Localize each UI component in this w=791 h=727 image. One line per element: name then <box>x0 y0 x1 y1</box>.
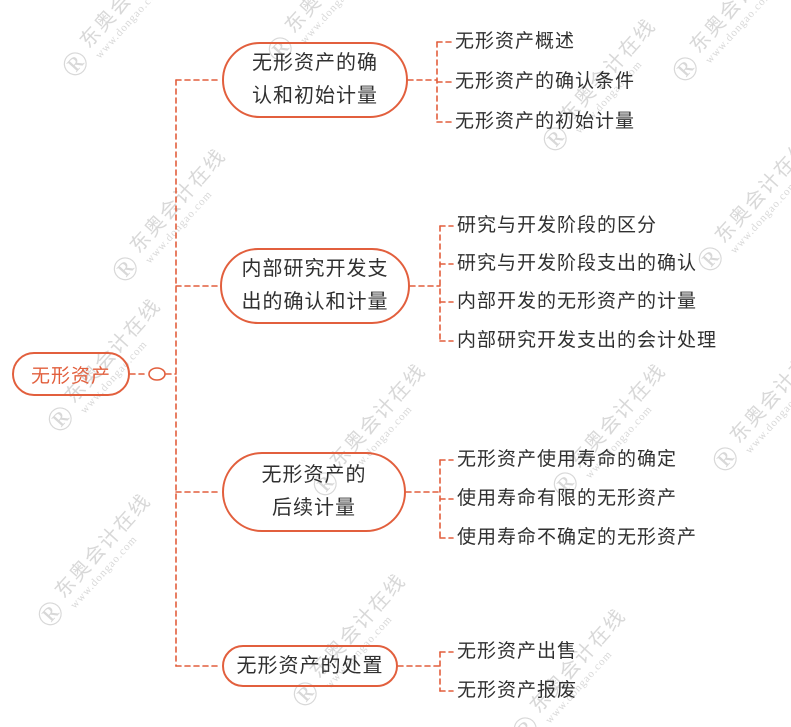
root-node: 无形资产 <box>12 352 130 396</box>
branch-label-line: 无形资产的处置 <box>236 654 384 677</box>
leaf-item: 无形资产的确认条件 <box>455 71 636 92</box>
branch-label-line: 出的确认和计量 <box>241 291 389 313</box>
leaf-item: 无形资产概述 <box>455 31 576 52</box>
branch-label-line: 后续计量 <box>272 497 356 519</box>
branch-node-subsequent-measurement: 无形资产的 后续计量 <box>222 452 406 532</box>
branch-label-line: 认和初始计量 <box>252 85 378 107</box>
branch-label-line: 内部研究开发支 <box>241 258 389 280</box>
leaf-item: 无形资产的初始计量 <box>455 111 636 132</box>
branch-node-disposal: 无形资产的处置 <box>222 645 398 687</box>
branch-node-internal-rd: 内部研究开发支 出的确认和计量 <box>220 248 410 324</box>
leaf-item: 无形资产使用寿命的确定 <box>457 449 678 470</box>
leaf-item: 研究与开发阶段支出的确认 <box>457 253 698 274</box>
leaf-item: 内部开发的无形资产的计量 <box>457 291 698 312</box>
leaf-item: 使用寿命有限的无形资产 <box>457 488 678 509</box>
leaf-item: 研究与开发阶段的区分 <box>457 215 658 236</box>
branch-label-line: 无形资产的确 <box>252 52 378 74</box>
junction-node <box>148 367 166 381</box>
branch-label-line: 无形资产的 <box>261 464 367 486</box>
leaf-item: 使用寿命不确定的无形资产 <box>457 527 698 548</box>
branch-node-initial-recognition: 无形资产的确 认和初始计量 <box>222 42 408 118</box>
leaf-item: 无形资产报废 <box>457 680 578 701</box>
leaf-item: 无形资产出售 <box>457 641 578 662</box>
leaf-item: 内部研究开发支出的会计处理 <box>457 330 718 351</box>
